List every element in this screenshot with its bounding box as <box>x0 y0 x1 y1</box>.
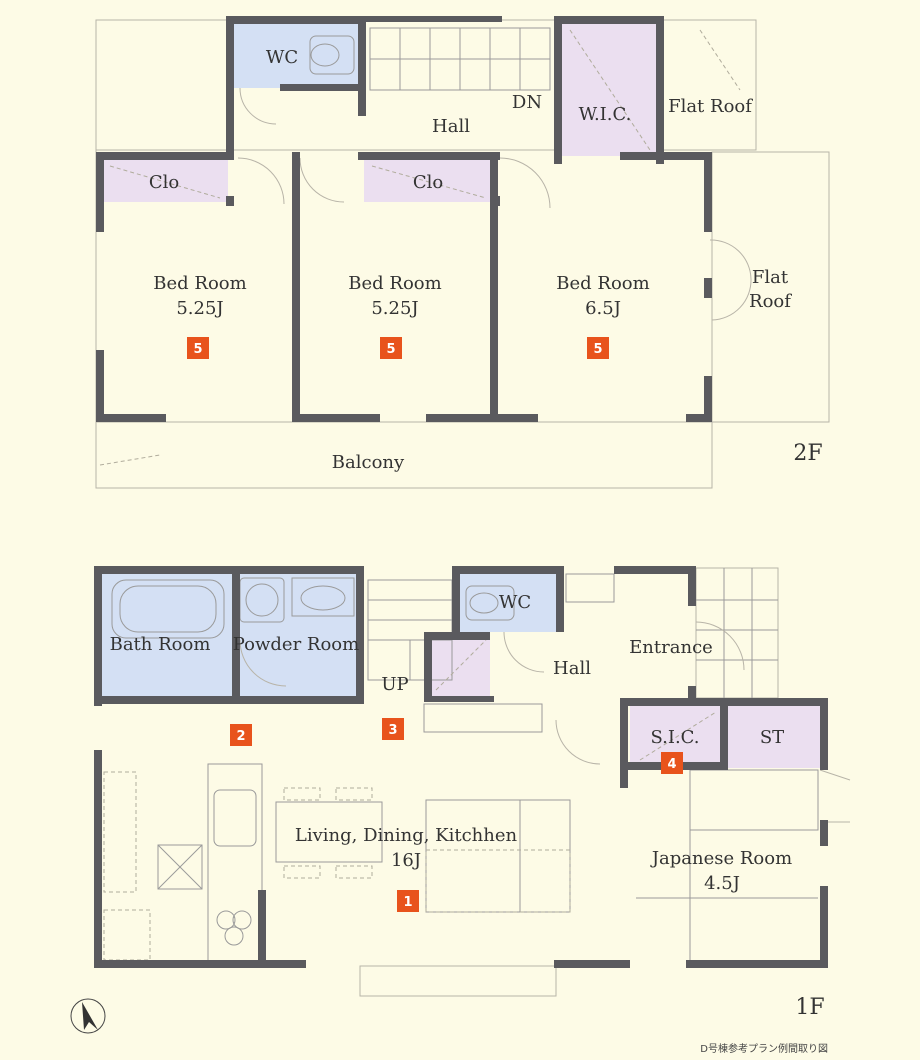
entrance-tiles <box>696 568 778 698</box>
clo-1-area <box>102 160 228 202</box>
wc-2f-area <box>232 20 364 88</box>
up-label: UP <box>381 674 408 695</box>
clo-1-label: Clo <box>149 172 179 193</box>
wc-1f-area <box>460 572 556 632</box>
kitchen-counter <box>207 763 263 963</box>
hall-2f-label: Hall <box>432 116 470 137</box>
toilet-2f <box>309 35 355 75</box>
stairs-2f <box>369 27 551 91</box>
svg-text:5: 5 <box>593 342 602 357</box>
ldk-label: Living, Dining, Kitchhen <box>295 825 518 846</box>
wic-area <box>560 20 656 156</box>
sic-label: S.I.C. <box>650 727 699 748</box>
dn-label: DN <box>512 92 542 113</box>
badge-bed-3: 5 <box>587 337 609 359</box>
hall-1f-label: Hall <box>553 658 591 679</box>
shoe-cabinet <box>565 573 615 603</box>
flat-roof-side-label-1: Flat <box>752 267 789 288</box>
badge-bed-2: 5 <box>380 337 402 359</box>
floor-2f-label: 2F <box>793 441 822 466</box>
powder-label: Powder Room <box>233 634 359 655</box>
powder-area <box>234 572 358 696</box>
dining-table <box>275 787 383 879</box>
japanese-label: Japanese Room <box>650 848 792 869</box>
flat-roof-top-label: Flat Roof <box>668 96 753 117</box>
japanese-size: 4.5J <box>704 873 740 894</box>
bed-3-size: 6.5J <box>585 298 621 319</box>
bath-label: Bath Room <box>110 634 211 655</box>
floor-2f: WC Hall DN W.I.C. Flat Roof Clo Clo Bed … <box>95 16 830 489</box>
wc-1f-label: WC <box>499 592 531 613</box>
cupboard-1 <box>103 771 137 893</box>
cupboard-2 <box>103 909 151 961</box>
tatami <box>636 769 819 960</box>
badge-bed-1: 5 <box>187 337 209 359</box>
wic-label: W.I.C. <box>579 104 632 125</box>
bed-2-label: Bed Room <box>348 273 441 294</box>
svg-text:5: 5 <box>193 342 202 357</box>
entrance-label: Entrance <box>629 637 713 658</box>
svg-text:2: 2 <box>236 729 245 744</box>
north-arrow-icon <box>70 998 106 1034</box>
toilet-1f-icon <box>465 585 515 621</box>
balcony-label: Balcony <box>332 452 405 473</box>
storage-under-stair <box>430 636 490 696</box>
svg-text:5: 5 <box>386 342 395 357</box>
svg-text:3: 3 <box>388 723 397 738</box>
st-label: ST <box>760 727 784 748</box>
bed-2-size: 5.25J <box>371 298 418 319</box>
badge-1: 1 <box>397 890 419 912</box>
floor-1f-label: 1F <box>795 995 824 1020</box>
flat-roof-side-label-2: Roof <box>749 291 792 312</box>
bed-1-size: 5.25J <box>176 298 223 319</box>
badge-4: 4 <box>661 752 683 774</box>
bed-3-label: Bed Room <box>556 273 649 294</box>
bathtub-icon <box>111 579 225 639</box>
svg-text:4: 4 <box>667 757 676 772</box>
bed-1-label: Bed Room <box>153 273 246 294</box>
wc-2f-label: WC <box>266 47 298 68</box>
tv-board <box>423 703 543 733</box>
badge-3: 3 <box>382 718 404 740</box>
badge-2: 2 <box>230 724 252 746</box>
plan-caption: D号棟参考プラン例間取り図 <box>700 1042 828 1055</box>
st-area <box>728 706 820 768</box>
walls-2f <box>96 16 712 422</box>
washbasin-icon <box>291 577 355 617</box>
sofa <box>425 799 571 913</box>
svg-text:1: 1 <box>403 895 412 910</box>
fridge <box>157 844 203 890</box>
walls-1f <box>94 566 828 968</box>
clo-2-label: Clo <box>413 172 443 193</box>
ldk-size: 16J <box>391 850 421 871</box>
clo-2-area <box>364 160 492 202</box>
floor-1f: Bath Room Powder Room WC UP Hall Entranc… <box>94 566 851 1020</box>
